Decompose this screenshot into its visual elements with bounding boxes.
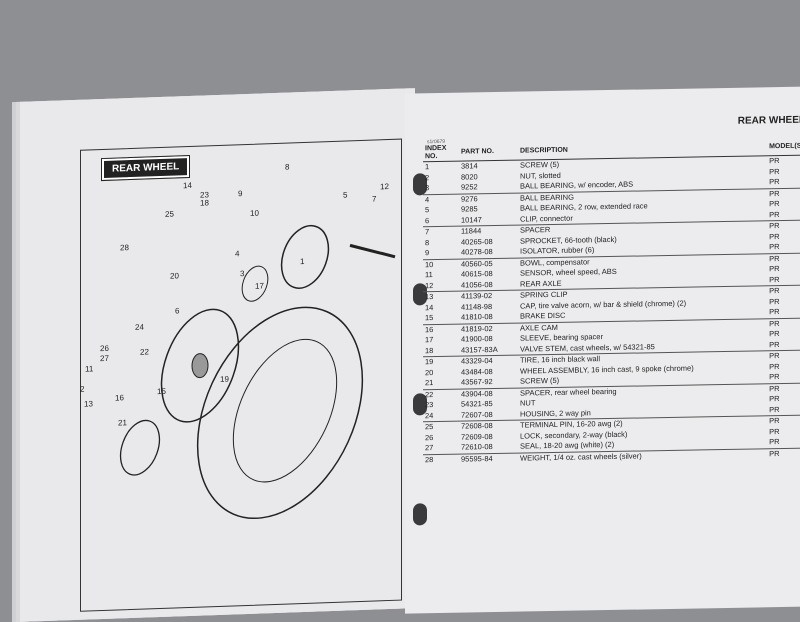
cell-index: 20	[425, 367, 434, 377]
cell-index: 25	[425, 422, 434, 432]
callout-number: 3	[240, 269, 245, 279]
callout-number: 24	[135, 322, 144, 332]
callout-number: 14	[183, 180, 192, 191]
cell-index: 3	[423, 182, 459, 195]
cell-index: 6	[423, 215, 459, 227]
cell-index: 28	[425, 454, 434, 464]
cell-index: 18	[423, 345, 459, 357]
cell-index: 10	[425, 259, 434, 269]
cell-index: 4	[425, 194, 430, 204]
callout-number: 25	[165, 209, 174, 219]
sprocket	[280, 224, 330, 289]
callout-number: 16	[115, 393, 124, 403]
right-page-parts-list: REAR WHEEL s1r0679 INDEX NO. PART NO. DE…	[405, 86, 800, 614]
tire-inner	[232, 338, 338, 483]
cell-index: 16	[425, 324, 434, 334]
callout-number: 13	[84, 399, 93, 409]
callout-number: 18	[200, 198, 209, 208]
wheel-rim	[160, 308, 240, 423]
tire-outer	[196, 306, 364, 520]
callout-number: 27	[100, 353, 109, 364]
binder-hole	[413, 503, 427, 526]
cell-index: 2	[425, 172, 430, 182]
cell-index: 14	[425, 302, 434, 312]
callout-number: 26	[100, 343, 109, 354]
cell-index: 11	[425, 270, 433, 280]
cell-index: 1	[425, 162, 430, 172]
cell-index: 13	[425, 292, 434, 302]
callout-number: 2	[80, 384, 85, 394]
cell-index: 17	[425, 335, 434, 345]
callout-number: 22	[140, 347, 149, 357]
cell-index: 21	[423, 377, 459, 390]
cell-index: 23	[425, 400, 434, 410]
cell-index: 27	[423, 442, 459, 455]
col-index: INDEX NO.	[423, 144, 459, 162]
callout-number: 10	[250, 208, 259, 218]
col-part: PART NO.	[459, 143, 518, 162]
page-header-title: REAR WHEEL	[737, 114, 800, 127]
callout-number: 1	[300, 256, 305, 267]
rear-axle	[349, 243, 396, 259]
callout-number: 7	[372, 194, 377, 204]
wheel-hub	[191, 353, 209, 379]
cell-index: 8	[425, 237, 430, 247]
callout-number: 15	[157, 386, 166, 397]
callout-number: 19	[220, 374, 229, 384]
cell-index: 9	[423, 247, 459, 260]
cell-index: 7	[425, 227, 430, 237]
cell-model: PR	[769, 448, 780, 458]
callout-number: 17	[255, 281, 264, 291]
callout-number: 8	[285, 162, 290, 172]
cell-index: 19	[425, 357, 434, 367]
compensator	[241, 265, 269, 302]
callout-number: 6	[175, 306, 180, 316]
cell-index: 5	[425, 205, 430, 215]
callout-number: 4	[235, 249, 240, 259]
callout-number: 9	[238, 189, 243, 199]
col-model: MODEL(S)	[709, 138, 800, 157]
callout-number: 28	[120, 243, 129, 253]
cell-index: 26	[425, 432, 434, 442]
callout-number: 12	[380, 182, 389, 192]
cell-index: 15	[423, 312, 459, 325]
exploded-wheel-diagram	[119, 224, 396, 520]
brake-disc	[119, 419, 161, 476]
parts-table: INDEX NO. PART NO. DESCRIPTION MODEL(S) …	[423, 138, 800, 465]
callout-number: 20	[170, 271, 179, 281]
callout-number: 5	[343, 190, 348, 200]
callout-number: 11	[85, 364, 94, 374]
cell-index: 22	[425, 389, 434, 399]
cell-index: 24	[423, 410, 459, 422]
cell-index: 12	[423, 280, 459, 292]
callout-number: 21	[118, 418, 127, 428]
cell-part-no: 95595-84	[461, 453, 493, 464]
